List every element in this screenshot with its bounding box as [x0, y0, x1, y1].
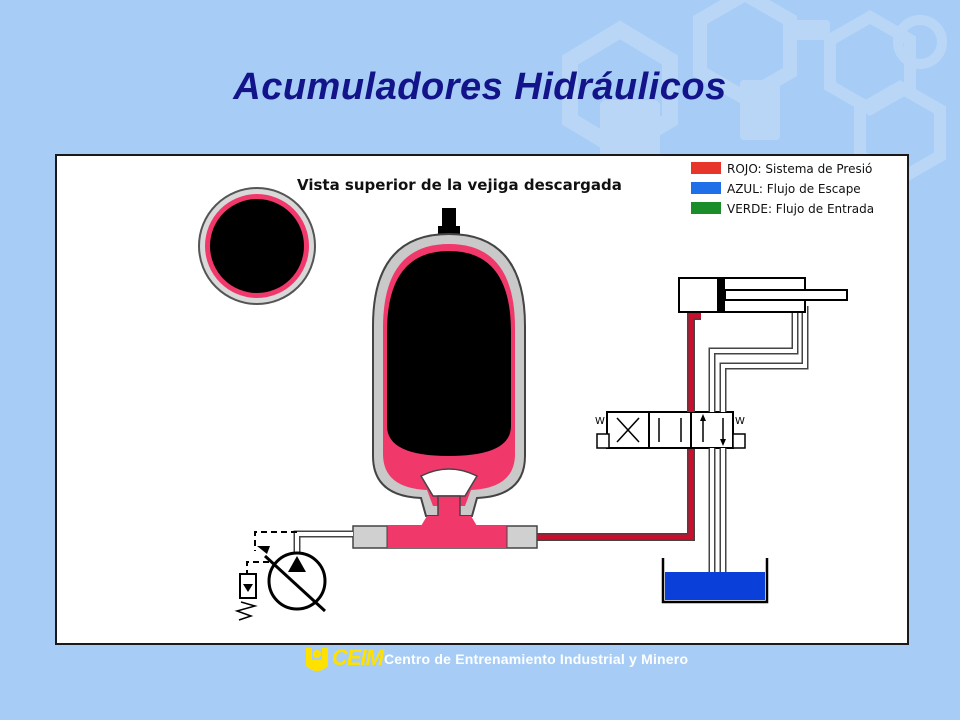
footer-branding: CEIM Centro de Entrenamiento Industrial … — [302, 640, 722, 676]
slide-title: Acumuladores Hidráulicos — [233, 66, 727, 108]
hydraulic-accumulator-diagram: Vista superior de la vejiga descargada R… — [198, 162, 874, 621]
diagram-frame: Vista superior de la vejiga descargada R… — [55, 154, 909, 645]
legend-label-green: VERDE: Flujo de Entrada — [727, 202, 874, 216]
reservoir-tank — [661, 558, 769, 604]
legend-swatch-blue — [691, 182, 721, 194]
legend-swatch-green — [691, 202, 721, 214]
footer-organization: Centro de Entrenamiento Industrial y Min… — [384, 651, 689, 667]
pump-symbol — [234, 531, 327, 621]
cylinder-lines — [687, 306, 809, 412]
diagram-caption: Vista superior de la vejiga descargada — [297, 176, 622, 194]
legend-swatch-red — [691, 162, 721, 174]
tank-lines — [708, 448, 727, 576]
ceim-logo-icon — [306, 648, 328, 671]
legend: ROJO: Sistema de Presió AZUL: Flujo de E… — [691, 162, 874, 216]
hydraulic-cylinder — [678, 277, 848, 313]
footer-logo-text: CEIM — [332, 645, 384, 670]
legend-label-red: ROJO: Sistema de Presió — [727, 162, 872, 176]
solenoid-left-label: W — [595, 416, 605, 427]
manifold-pipe — [352, 516, 538, 549]
accumulator — [372, 208, 526, 527]
directional-valve: W W — [595, 411, 746, 449]
solenoid-right-label: W — [735, 416, 745, 427]
bladder-top-view — [198, 187, 316, 305]
legend-label-blue: AZUL: Flujo de Escape — [727, 182, 861, 196]
